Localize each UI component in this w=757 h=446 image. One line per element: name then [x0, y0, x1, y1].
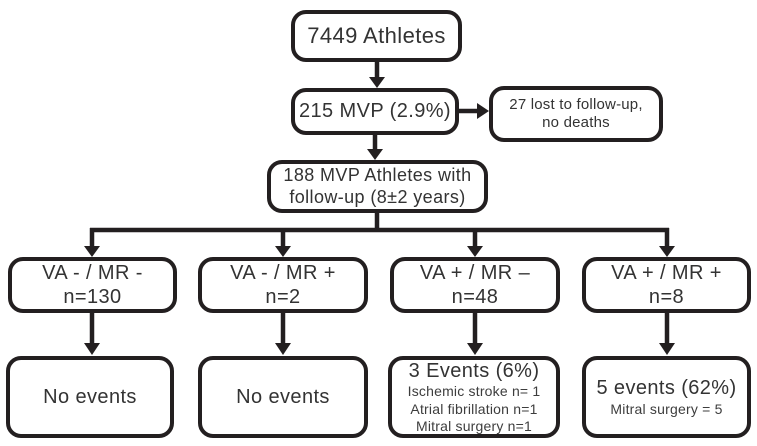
mvp-label: 215 MVP (2.9%) — [299, 100, 451, 123]
outcome-detail: Mitral surgery n=1 — [415, 417, 533, 434]
followup-line-2: follow-up (8±2 years) — [289, 186, 466, 207]
arrow-athletes-to-mvp-head — [369, 77, 385, 88]
outcome-title: 3 Events (6%) — [408, 359, 540, 382]
outcome-detail: Ischemic stroke n= 1 — [407, 383, 541, 400]
outcome-box-1: No events — [198, 356, 368, 438]
flow-box-athletes: 7449 Athletes — [291, 10, 462, 62]
flow-box-mvp: 215 MVP (2.9%) — [291, 88, 459, 135]
lost-line-2: no deaths — [542, 114, 610, 131]
outcome-title: No events — [43, 385, 137, 408]
branch-box-va-pos-mr-pos: VA + / MR + n=8 — [582, 257, 751, 313]
outcome-title: No events — [236, 385, 330, 408]
arrow-branch-0-to-outcome-head — [84, 343, 100, 355]
branch-group-label: VA + / MR – — [419, 261, 531, 284]
outcome-detail: Mitral surgery = 5 — [610, 400, 723, 417]
arrow-to-branch-2-head — [467, 246, 483, 257]
branch-box-va-pos-mr-neg: VA + / MR – n=48 — [390, 257, 560, 313]
lost-line-1: 27 lost to follow-up, — [509, 95, 643, 113]
branch-group-label: VA - / MR + — [230, 261, 336, 284]
outcome-box-0: No events — [6, 356, 174, 438]
arrow-to-branch-1-head — [275, 246, 291, 257]
branch-box-va-neg-mr-neg: VA - / MR - n=130 — [8, 257, 177, 313]
arrow-mvp-to-lost-head — [477, 103, 489, 119]
arrow-branch-3-to-outcome-head — [659, 343, 675, 355]
branch-group-label: VA - / MR - — [42, 261, 143, 284]
arrow-branch-2-to-outcome-head — [467, 343, 483, 355]
arrow-mvp-to-followup-head — [367, 149, 383, 160]
arrow-to-branch-0-head — [84, 246, 100, 257]
branch-group-label: VA + / MR + — [611, 261, 722, 284]
followup-line-1: 188 MVP Athletes with — [283, 164, 472, 185]
outcome-detail: Atrial fibrillation n=1 — [410, 400, 538, 417]
outcome-box-3: 5 events (62%) Mitral surgery = 5 — [582, 356, 751, 438]
flow-box-lost-to-followup: 27 lost to follow-up, no deaths — [489, 86, 663, 142]
flow-box-followup: 188 MVP Athletes with follow-up (8±2 yea… — [267, 160, 488, 213]
branch-n-label: n=130 — [63, 286, 122, 308]
branch-box-va-neg-mr-pos: VA - / MR + n=2 — [198, 257, 368, 313]
arrow-branch-1-to-outcome-head — [275, 343, 291, 355]
branch-n-label: n=2 — [265, 286, 301, 308]
branch-n-label: n=8 — [648, 286, 685, 308]
branch-n-label: n=48 — [451, 286, 499, 308]
arrow-to-branch-3-head — [659, 246, 675, 257]
outcome-box-2: 3 Events (6%) Ischemic stroke n= 1 Atria… — [388, 356, 560, 438]
outcome-title: 5 events (62%) — [596, 377, 737, 400]
athletes-label: 7449 Athletes — [307, 22, 446, 48]
